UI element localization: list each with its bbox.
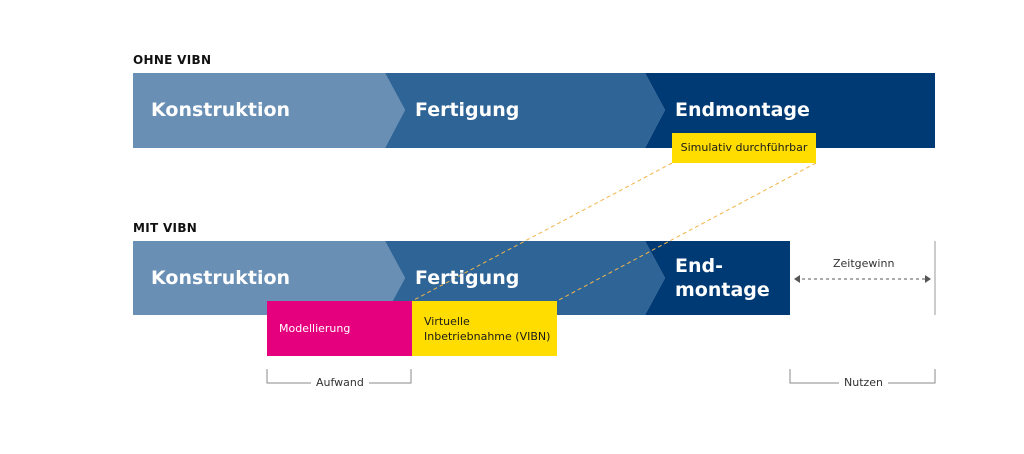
top-label-fertigung: Fertigung bbox=[415, 99, 520, 121]
top-phase-konstruktion bbox=[133, 73, 405, 148]
bottom-label-endmontage: End- montage bbox=[675, 255, 770, 301]
nutzen-label: Nutzen bbox=[839, 376, 889, 389]
callout-simulativ: Simulativ durchführbar bbox=[672, 133, 816, 163]
bottom-phase-konstruktion bbox=[133, 241, 405, 315]
bottom-label-konstruktion: Konstruktion bbox=[151, 267, 291, 289]
arrow-left-icon bbox=[794, 275, 800, 283]
vibn-label: Virtuelle Inbetriebnahme (VIBN) bbox=[424, 315, 551, 343]
top-label-endmontage: Endmontage bbox=[675, 99, 810, 121]
top-phase-fertigung bbox=[385, 73, 665, 148]
modellierung-box: Modellierung bbox=[267, 301, 412, 356]
section-title-ohne-vibn: OHNE VIBN bbox=[133, 53, 212, 67]
vibn-box: Virtuelle Inbetriebnahme (VIBN) bbox=[412, 301, 557, 356]
bottom-phase-fertigung bbox=[385, 241, 665, 315]
modellierung-label: Modellierung bbox=[279, 322, 351, 335]
dashed-connector-left bbox=[411, 162, 673, 302]
section-title-mit-vibn: MIT VIBN bbox=[133, 221, 198, 235]
zeitgewinn-label: Zeitgewinn bbox=[833, 257, 895, 270]
bottom-label-fertigung: Fertigung bbox=[415, 267, 520, 289]
bottom-phase-endmontage bbox=[645, 241, 790, 315]
top-label-konstruktion: Konstruktion bbox=[151, 99, 291, 121]
top-phase-endmontage bbox=[645, 73, 935, 148]
arrow-right-icon bbox=[925, 275, 931, 283]
aufwand-label: Aufwand bbox=[311, 376, 369, 389]
